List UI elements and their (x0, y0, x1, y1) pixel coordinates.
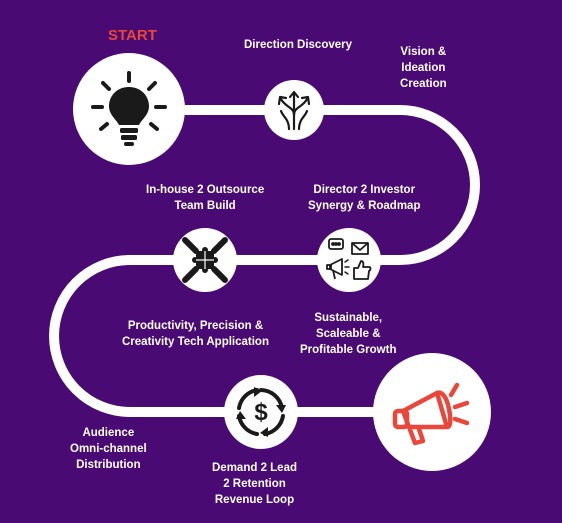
lightbulb-node (73, 53, 185, 165)
direction-node (264, 80, 324, 140)
puzzle-hands-icon (182, 237, 228, 283)
step-label-director-investor: Director 2 Investor Synergy & Roadmap (308, 184, 421, 212)
step-label-profitable-growth: Sustainable, Scaleable & Profitable Grow… (300, 312, 397, 356)
step-label-direction-discovery: Direction Discovery (244, 39, 353, 51)
dollar-cycle-icon: $ (236, 387, 286, 437)
step-label-tech-application: Productivity, Precision & Creativity Tec… (122, 320, 269, 348)
marketing-icons (326, 238, 372, 280)
megaphone-icon (392, 382, 470, 446)
step-label-omni-channel: Audience Omni-channel Distribution (70, 427, 147, 471)
start-label: START (108, 27, 157, 44)
lightbulb-icon (91, 71, 167, 146)
split-arrows-icon (277, 90, 311, 131)
synergy-node (317, 228, 381, 292)
svg-text:$: $ (254, 399, 268, 426)
team-build-node (173, 228, 237, 292)
revenue-loop-node: $ (224, 375, 298, 449)
step-label-revenue-loop: Demand 2 Lead 2 Retention Revenue Loop (212, 462, 297, 506)
step-label-team-build: In-house 2 Outsource Team Build (146, 184, 265, 212)
megaphone-node (373, 353, 491, 471)
step-label-vision-ideation: Vision & Ideation Creation (400, 46, 447, 90)
